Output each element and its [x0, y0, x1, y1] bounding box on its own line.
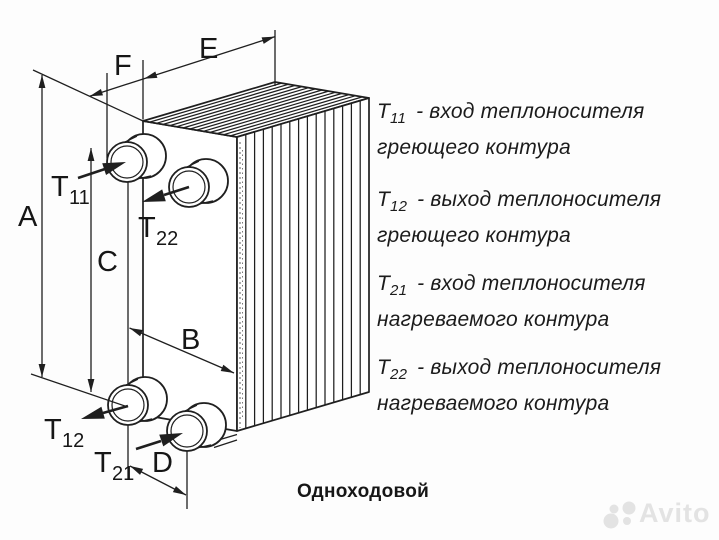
caption-flow-type: Одноходовой: [297, 481, 430, 502]
dim-label-f: F: [114, 50, 132, 82]
dim-label-e: E: [199, 33, 218, 65]
avito-logo-icon: [603, 501, 636, 529]
svg-text:T: T: [51, 171, 69, 203]
dim-label-d: D: [152, 447, 173, 479]
plate-top-edges: [149, 82, 363, 137]
t11-flow-arrow: [77, 162, 126, 180]
dimension-b: [129, 327, 235, 374]
svg-text:21: 21: [112, 463, 134, 485]
extension-lines: [30, 30, 276, 408]
plate-stack: [127, 81, 370, 509]
legend-entry-t11: Т11 - вход теплоносителя греющего контур…: [377, 100, 645, 160]
port-t12: [107, 376, 168, 426]
dimension-d: [129, 465, 187, 496]
t12-flow-arrow: [81, 404, 129, 419]
port-label-t22: T 22: [138, 212, 178, 250]
brazed-edge-texture: [239, 142, 243, 428]
dim-label-c: C: [97, 246, 118, 278]
avito-watermark-text: Avito: [639, 498, 711, 528]
legend-entry-t12: Т12 - выход теплоносителя греющего конту…: [377, 188, 662, 248]
port-label-t11: T 11: [51, 171, 90, 209]
legend-entry-t22: Т22 - выход теплоносителя нагреваемого к…: [377, 356, 662, 416]
svg-text:11: 11: [69, 187, 90, 209]
legend: Т11 - вход теплоносителя греющего контур…: [377, 0, 719, 460]
dimension-c: [87, 148, 95, 392]
legend-entry-t21: Т21 - вход теплоносителя нагреваемого ко…: [377, 272, 646, 332]
avito-watermark: Avito: [601, 496, 719, 536]
dim-label-a: A: [18, 201, 38, 233]
plate-side-edges: [245, 100, 361, 429]
svg-text:T: T: [44, 414, 62, 446]
t22-flow-arrow: [142, 185, 190, 202]
t21-flow-arrow: [135, 433, 183, 451]
port-label-t21: T 21: [94, 447, 134, 485]
port-t11: [106, 133, 167, 183]
svg-text:12: 12: [62, 430, 84, 452]
dimension-e-f: [89, 35, 276, 97]
svg-text:T: T: [138, 212, 156, 244]
dim-label-b: B: [181, 324, 200, 356]
svg-text:22: 22: [156, 228, 178, 250]
port-label-t12: T 12: [44, 414, 84, 452]
right-face: [236, 97, 370, 432]
svg-text:T: T: [94, 447, 112, 479]
dimension-a: [38, 75, 46, 377]
port-t21: [166, 402, 227, 452]
